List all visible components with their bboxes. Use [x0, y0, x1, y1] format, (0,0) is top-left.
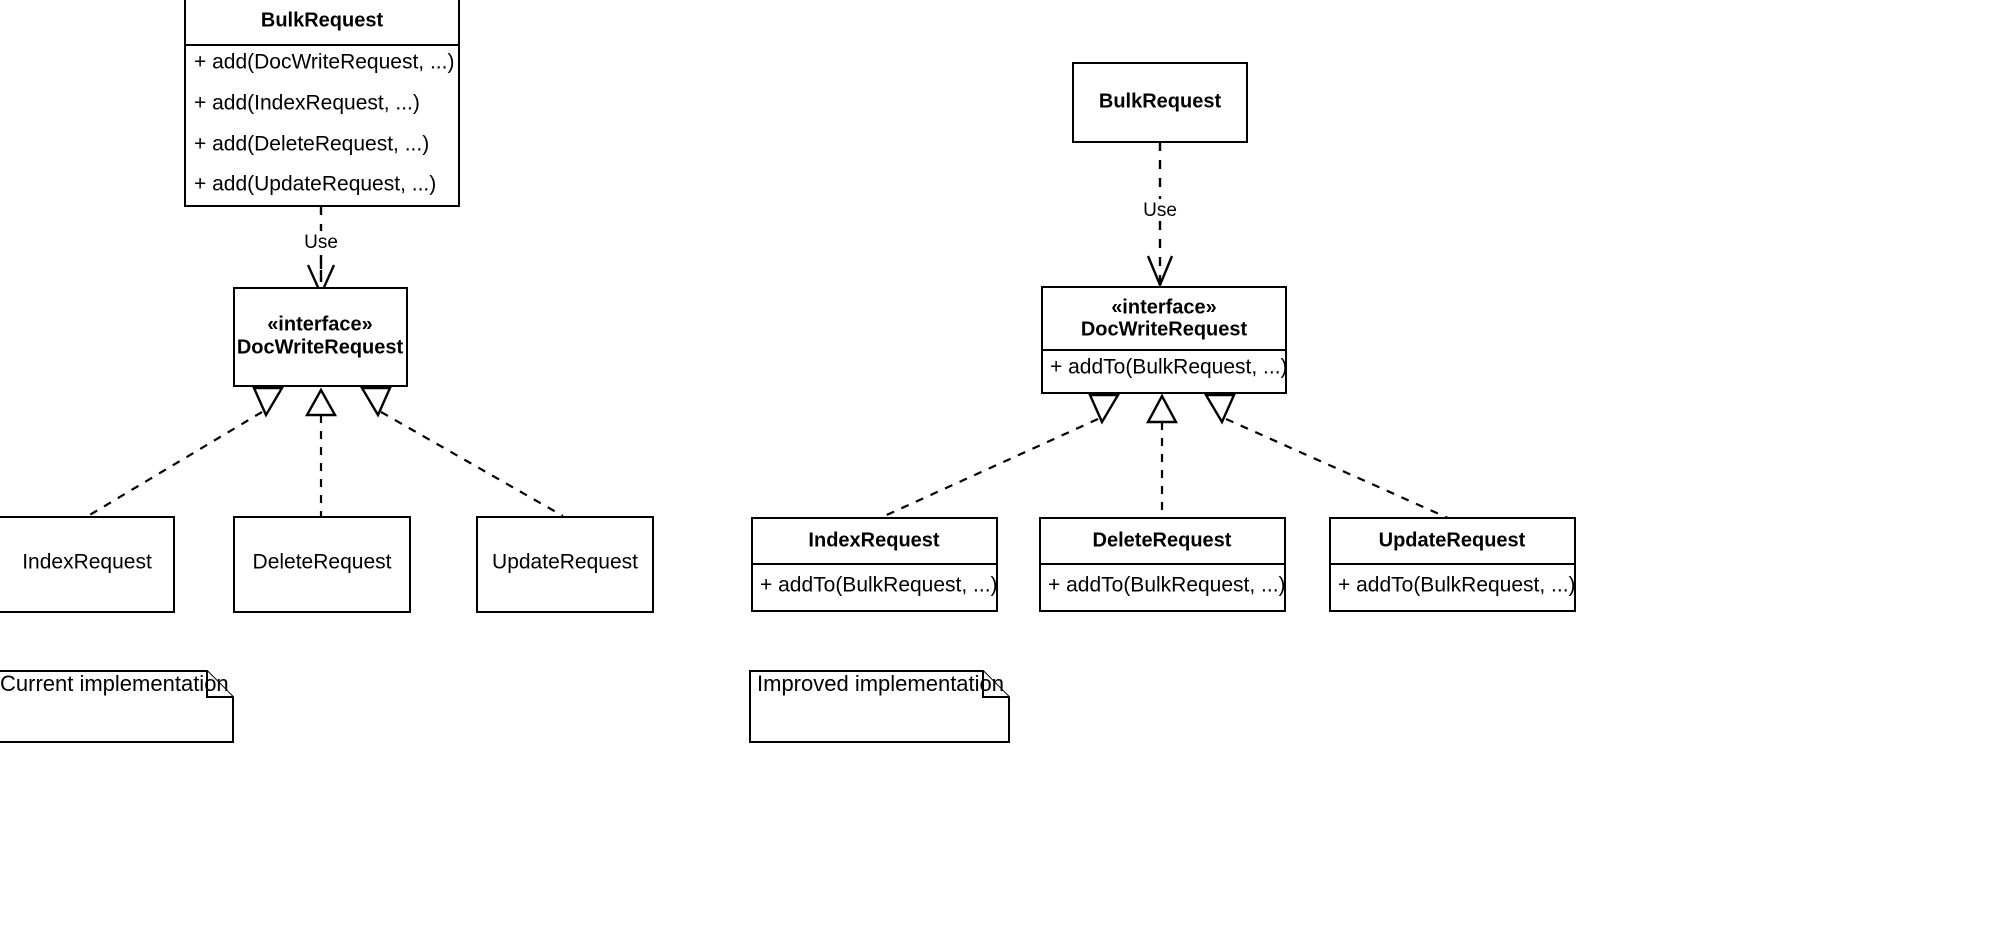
left-deleterequest-box[interactable] — [233, 516, 411, 613]
right-realization-triangle-index-icon — [1088, 393, 1121, 425]
left-note-shape[interactable] — [0, 670, 234, 743]
left-indexrequest-box[interactable] — [0, 516, 175, 613]
right-indexrequest-class[interactable]: IndexRequest + addTo(BulkRequest, ...) — [751, 517, 998, 612]
right-deleterequest-class[interactable]: DeleteRequest + addTo(BulkRequest, ...) — [1039, 517, 1286, 612]
left-realization-triangle-update-icon — [359, 386, 392, 418]
left-realization-update — [359, 386, 564, 517]
left-indexrequest-title: IndexRequest — [22, 551, 152, 574]
left-use-dependency: Use — [298, 206, 346, 359]
right-indexrequest-method-0: + addTo(BulkRequest, ...) — [760, 574, 998, 597]
right-updaterequest-class[interactable]: UpdateRequest + addTo(BulkRequest, ...) — [1329, 517, 1576, 612]
right-docwriterequest-box[interactable] — [1041, 286, 1287, 394]
right-use-dependency-label: Use — [1143, 200, 1177, 221]
right-use-dependency: Use — [1143, 142, 1177, 289]
left-docwriterequest-title: DocWriteRequest — [237, 336, 404, 358]
right-indexrequest-title: IndexRequest — [808, 529, 939, 551]
right-realization-index — [879, 393, 1121, 520]
right-note[interactable]: Improved implementation — [749, 670, 1010, 743]
right-realization-line-update — [1225, 417, 1449, 520]
right-updaterequest-title: UpdateRequest — [1379, 529, 1526, 551]
right-docwriterequest-stereotype: «interface» — [1111, 296, 1217, 318]
left-indexrequest-class[interactable]: IndexRequest — [0, 516, 175, 613]
left-realization-delete — [304, 387, 338, 516]
left-note-label: Current implementation — [0, 671, 229, 696]
right-realization-triangle-update-icon — [1203, 393, 1236, 425]
left-realization-triangle-delete-icon — [304, 387, 338, 417]
right-deleterequest-method-0: + addTo(BulkRequest, ...) — [1048, 574, 1286, 597]
left-bulkrequest-class[interactable]: BulkRequest + add(DocWriteRequest, ...) … — [184, 0, 460, 207]
right-realization-update — [1203, 393, 1449, 520]
left-use-dependency-label: Use — [304, 232, 338, 253]
right-bulkrequest-class[interactable]: BulkRequest — [1072, 62, 1248, 143]
right-docwriterequest-title: DocWriteRequest — [1081, 318, 1248, 340]
right-bulkrequest-title: BulkRequest — [1099, 90, 1222, 112]
right-note-fold-icon — [982, 671, 1009, 698]
left-deleterequest-title: DeleteRequest — [253, 551, 392, 574]
left-bulkrequest-method-3: + add(UpdateRequest, ...) — [194, 173, 436, 196]
right-deleterequest-title: DeleteRequest — [1093, 529, 1232, 551]
left-updaterequest-title: UpdateRequest — [492, 551, 638, 574]
left-bulkrequest-method-0: + add(DocWriteRequest, ...) — [194, 51, 454, 74]
left-bulkrequest-title: BulkRequest — [261, 9, 384, 31]
right-note-shape[interactable] — [749, 670, 1010, 743]
right-note-label: Improved implementation — [757, 671, 1004, 696]
right-updaterequest-method-0: + addTo(BulkRequest, ...) — [1338, 574, 1576, 597]
left-updaterequest-box[interactable] — [476, 516, 654, 613]
left-realization-line-update — [380, 411, 564, 517]
left-realization-line-index — [87, 411, 263, 517]
left-bulkrequest-box[interactable] — [184, 0, 460, 207]
left-realization-index — [87, 386, 285, 517]
left-note[interactable]: Current implementation — [0, 670, 234, 743]
right-realization-triangle-delete-icon — [1145, 393, 1179, 424]
left-bulkrequest-method-1: + add(IndexRequest, ...) — [194, 92, 420, 115]
left-use-label-backdrop — [298, 231, 346, 255]
right-docwriterequest-interface[interactable]: «interface» DocWriteRequest + addTo(Bulk… — [1041, 286, 1288, 394]
left-note-fold-icon — [206, 671, 233, 698]
left-docwriterequest-interface[interactable]: «interface» DocWriteRequest — [233, 287, 408, 387]
left-realization-triangle-index-icon — [252, 386, 285, 418]
left-docwriterequest-box[interactable] — [233, 287, 408, 387]
left-updaterequest-class[interactable]: UpdateRequest — [476, 516, 654, 613]
left-docwriterequest-stereotype: «interface» — [267, 313, 373, 335]
right-use-arrowhead-icon — [1146, 255, 1174, 289]
right-docwriterequest-method-0: + addTo(BulkRequest, ...) — [1050, 356, 1288, 379]
right-realization-line-index — [879, 417, 1099, 520]
left-bulkrequest-method-2: + add(DeleteRequest, ...) — [194, 133, 429, 156]
right-realization-delete — [1145, 393, 1179, 518]
left-deleterequest-class[interactable]: DeleteRequest — [233, 516, 411, 613]
